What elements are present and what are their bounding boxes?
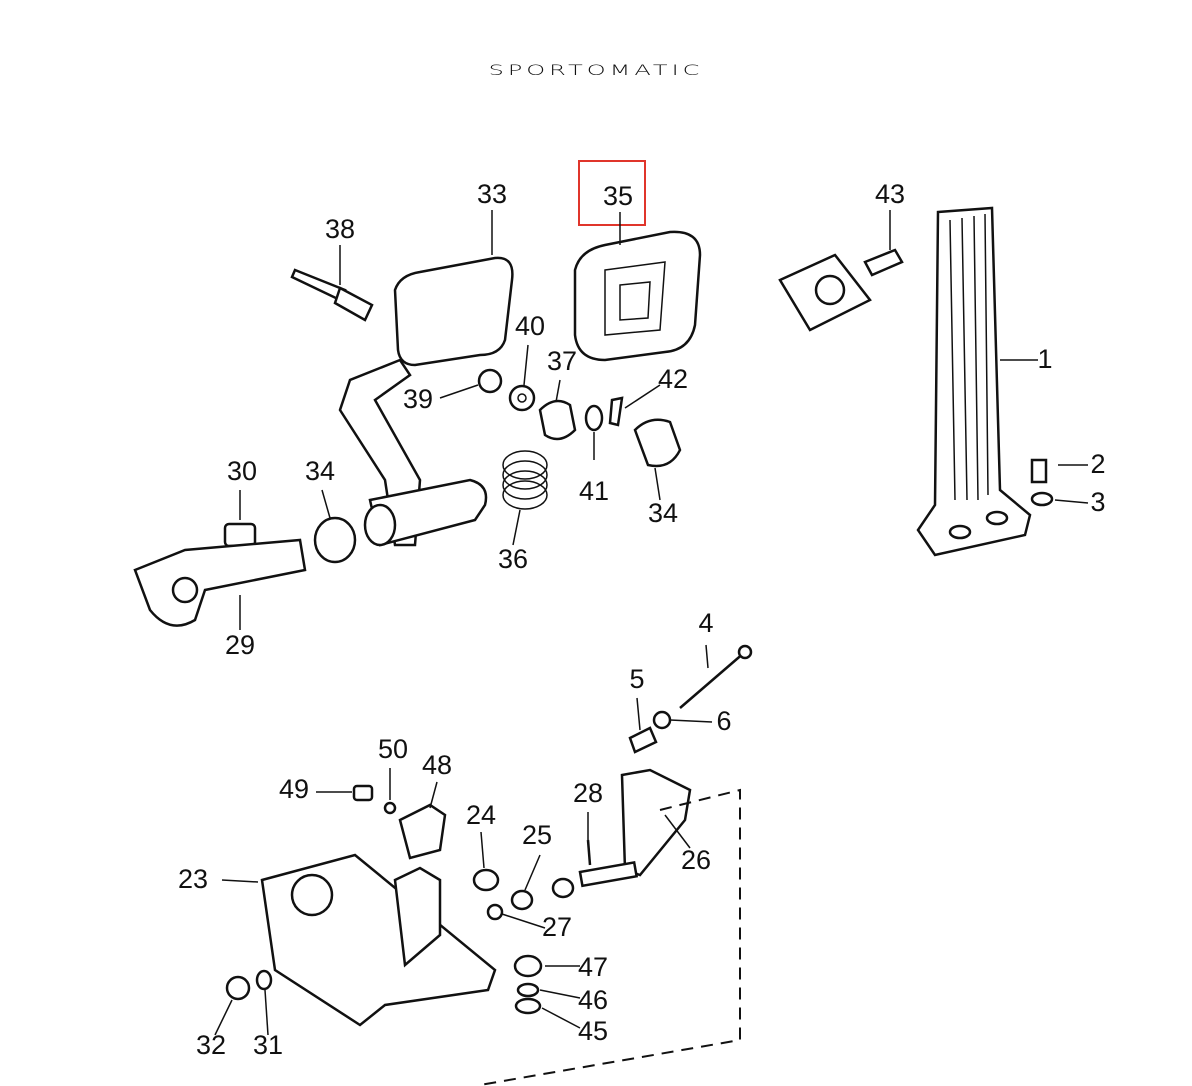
callout-32: 32 xyxy=(196,1030,226,1060)
leader-line-37 xyxy=(555,379,561,403)
callout-42: 42 xyxy=(658,364,688,394)
leader-line-36 xyxy=(512,509,521,546)
callout-25: 25 xyxy=(522,820,552,850)
callout-49: 49 xyxy=(279,774,309,804)
callout-23: 23 xyxy=(178,864,208,894)
leader-line-27 xyxy=(501,913,546,929)
leader-line-4 xyxy=(705,644,709,669)
callout-1: 1 xyxy=(1037,344,1052,374)
callout-37: 37 xyxy=(547,346,577,376)
callout-31: 31 xyxy=(253,1030,283,1060)
part-25-bushing xyxy=(510,889,534,911)
leader-line-45 xyxy=(541,1007,581,1029)
part-6-pin xyxy=(628,726,658,754)
leader-line-39 xyxy=(439,384,479,399)
callout-47: 47 xyxy=(578,952,608,982)
leader-line-32 xyxy=(214,999,233,1036)
part-28-pin xyxy=(586,839,592,866)
callout-50: 50 xyxy=(378,734,408,764)
callout-34: 34 xyxy=(305,456,335,486)
part-37-cam xyxy=(538,399,577,441)
highlight-box-part-35 xyxy=(578,160,646,226)
leader-line-24 xyxy=(480,831,485,869)
callout-39: 39 xyxy=(403,384,433,414)
part-5-clip xyxy=(652,710,672,730)
leader-line-46 xyxy=(539,989,581,999)
part-drawings xyxy=(133,206,1054,1086)
callout-45: 45 xyxy=(578,1016,608,1046)
callout-38: 38 xyxy=(325,214,355,244)
part-42-cotter-pin xyxy=(608,396,624,427)
leader-line-42 xyxy=(624,384,661,409)
callout-34: 34 xyxy=(648,498,678,528)
part-47-nut xyxy=(513,954,543,978)
callout-48: 48 xyxy=(422,750,452,780)
callout-27: 27 xyxy=(542,912,572,942)
part-40-washer xyxy=(508,384,536,412)
part-48-switch xyxy=(398,803,447,860)
callout-29: 29 xyxy=(225,630,255,660)
leader-line-3 xyxy=(1054,499,1089,504)
part-35-pedal-pad xyxy=(573,230,702,362)
leader-line-40 xyxy=(523,344,529,386)
leader-lines xyxy=(214,210,1089,1036)
leader-line-5 xyxy=(636,697,641,731)
part-27-washer xyxy=(486,903,504,921)
callout-4: 4 xyxy=(698,608,713,638)
part-45-washer xyxy=(514,997,542,1015)
part-36-spring xyxy=(502,450,548,510)
part-29-shaft xyxy=(133,538,307,627)
part-24-bushing xyxy=(472,868,500,892)
callout-6: 6 xyxy=(716,706,731,736)
callout-46: 46 xyxy=(578,985,608,1015)
part-49-screw xyxy=(352,784,374,802)
part-33-brake-pedal xyxy=(393,256,514,367)
callout-28: 28 xyxy=(573,778,603,808)
part-4-rod xyxy=(679,651,746,709)
callout-33: 33 xyxy=(477,179,507,209)
callout-2: 2 xyxy=(1090,449,1105,479)
part-30-key xyxy=(223,522,257,548)
callout-35: 35 xyxy=(603,181,633,211)
leader-line-34 xyxy=(654,467,661,501)
leader-line-23 xyxy=(221,879,259,883)
callout-5: 5 xyxy=(629,664,644,694)
part-31-washer xyxy=(255,969,273,991)
leader-line-25 xyxy=(524,854,541,891)
callout-30: 30 xyxy=(227,456,257,486)
diagram-title: SPORTOMATIC xyxy=(488,61,704,79)
leader-line-48 xyxy=(429,781,438,809)
part-41-washer xyxy=(584,404,604,432)
part-34-bushing-left xyxy=(313,516,357,564)
callout-26: 26 xyxy=(681,845,711,875)
part-32-nut xyxy=(225,975,251,1001)
callout-36: 36 xyxy=(498,544,528,574)
part-46-washer xyxy=(516,982,540,998)
leader-line-26 xyxy=(664,814,691,849)
callout-41: 41 xyxy=(579,476,609,506)
part-1-accelerator-pedal xyxy=(916,206,1032,557)
callout-40: 40 xyxy=(515,311,545,341)
callout-3: 3 xyxy=(1090,487,1105,517)
part-2-screw xyxy=(1030,458,1048,484)
part-26-lever xyxy=(620,768,692,877)
leader-line-34 xyxy=(321,489,331,519)
part-34-bushing xyxy=(633,418,682,468)
part-50-washer xyxy=(383,801,397,815)
callout-43: 43 xyxy=(875,179,905,209)
part-39-nut xyxy=(477,368,503,394)
callout-24: 24 xyxy=(466,800,496,830)
part-3-washer xyxy=(1030,491,1054,507)
leader-line-6 xyxy=(669,719,713,723)
leader-line-31 xyxy=(264,989,269,1036)
